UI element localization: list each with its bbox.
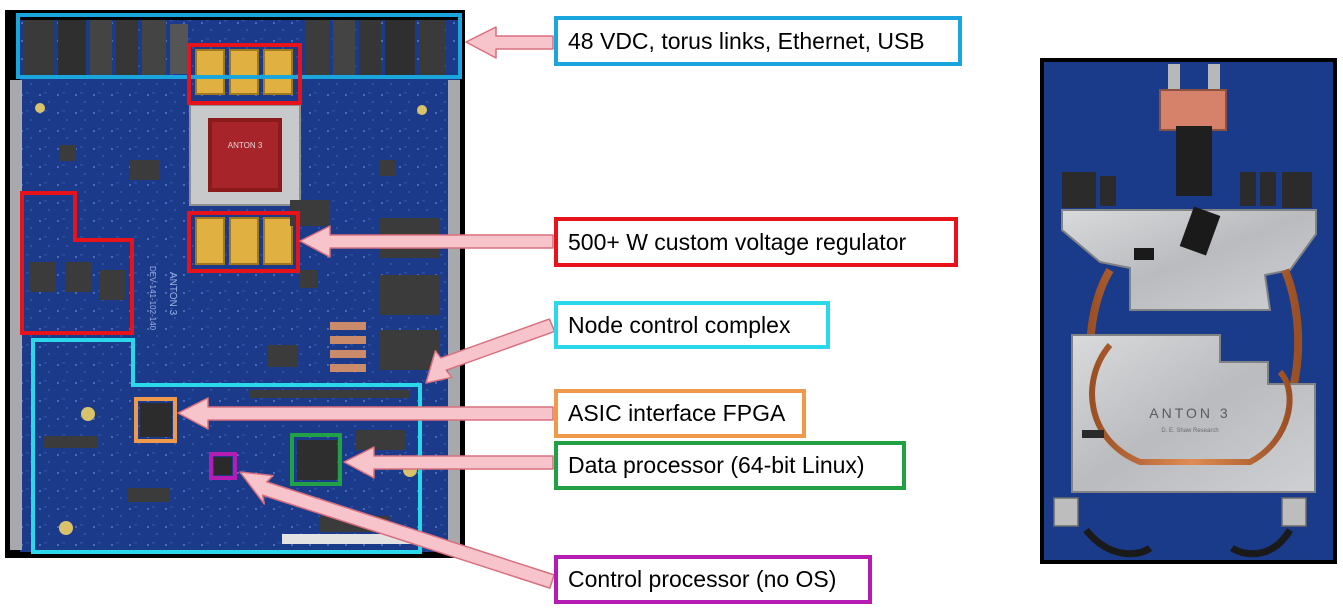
asic-brand-label: ANTON 3 [228, 141, 263, 150]
vreg-callout: 500+ W custom voltage regulator [554, 217, 958, 267]
io-callout: 48 VDC, torus links, Ethernet, USB [554, 16, 962, 66]
dp-arrow [343, 446, 554, 479]
heatsink-upper [1061, 209, 1317, 311]
io-arrow [465, 26, 554, 59]
dp-callout: Data processor (64-bit Linux) [554, 441, 906, 490]
asic: ANTON 3 [189, 104, 301, 206]
board-serial: DEV-141-102-140 [148, 266, 157, 331]
cp-callout: Control processor (no OS) [554, 555, 872, 604]
barcode-label [282, 534, 412, 544]
heatsink-lower [1071, 334, 1316, 493]
vreg-outline-middle [187, 211, 300, 273]
fpga-outline [134, 397, 177, 443]
ncc-arrow [425, 318, 556, 384]
io-outline [16, 13, 462, 79]
dp-outline [290, 433, 342, 486]
vreg-outline-top [187, 43, 302, 105]
ncc-callout: Node control complex [554, 301, 830, 349]
fpga-callout: ASIC interface FPGA [554, 389, 806, 438]
ncc-outline [31, 338, 422, 554]
fpga-chip [140, 403, 172, 437]
cp-arrow [239, 471, 555, 589]
vreg-outline-left [20, 191, 134, 335]
control-processor-chip [214, 457, 232, 475]
data-processor-chip [297, 440, 337, 480]
board-side-label: ANTON 3 [167, 272, 178, 316]
inductors-middle [195, 217, 293, 265]
assembly-sublabel: D. E. Shaw Research [1161, 428, 1218, 434]
assembly-photo: ANTON 3 D. E. Shaw Research [1040, 58, 1337, 564]
board-components [30, 145, 440, 532]
assembly-brand: ANTON 3 [1149, 405, 1230, 421]
io-connectors [24, 20, 445, 76]
vreg-arrow [299, 225, 554, 258]
cp-outline [209, 452, 237, 480]
fpga-arrow [177, 397, 554, 430]
inductors-top [195, 49, 293, 95]
